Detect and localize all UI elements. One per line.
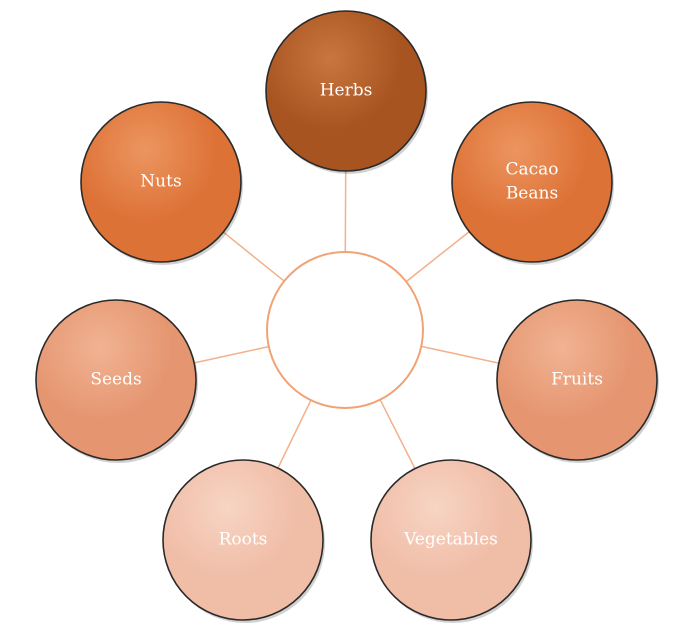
spoke-line-fruits [421, 345, 499, 364]
node-circle-seeds[interactable] [35, 299, 197, 461]
hub-circle[interactable] [266, 251, 424, 409]
node-fruits[interactable]: Fruits [496, 299, 659, 463]
node-herbs[interactable]: Herbs [265, 10, 428, 174]
spoke-lines [194, 170, 499, 469]
node-label-seeds: Seeds [90, 370, 141, 390]
node-label-herbs: Herbs [320, 81, 373, 101]
node-seeds[interactable]: Seeds [35, 299, 198, 463]
node-circle-nuts[interactable] [80, 101, 242, 263]
node-label-cacao-beans-1: Cacao [505, 160, 558, 180]
node-circle-herbs[interactable] [265, 10, 427, 172]
spoke-line-seeds [194, 345, 269, 364]
node-label-cacao-beans-2: Beans [506, 184, 558, 204]
node-label-fruits: Fruits [551, 370, 603, 390]
spoke-line-cacao-beans [405, 231, 470, 283]
spoke-line-nuts [222, 231, 285, 282]
node-label-nuts: Nuts [140, 172, 181, 192]
node-label-vegetables: Vegetables [403, 530, 498, 550]
node-roots[interactable]: Roots [162, 459, 325, 623]
node-circle-roots[interactable] [162, 459, 324, 621]
node-vegetables[interactable]: Vegetables [370, 459, 533, 623]
node-circle-cacao-beans[interactable] [451, 101, 613, 263]
node-nuts[interactable]: Nuts [80, 101, 243, 265]
node-circle-fruits[interactable] [496, 299, 658, 461]
node-label-roots: Roots [219, 530, 268, 550]
spoke-line-vegetables [379, 399, 416, 469]
spoke-line-roots [277, 399, 312, 469]
node-circle-vegetables[interactable] [370, 459, 532, 621]
